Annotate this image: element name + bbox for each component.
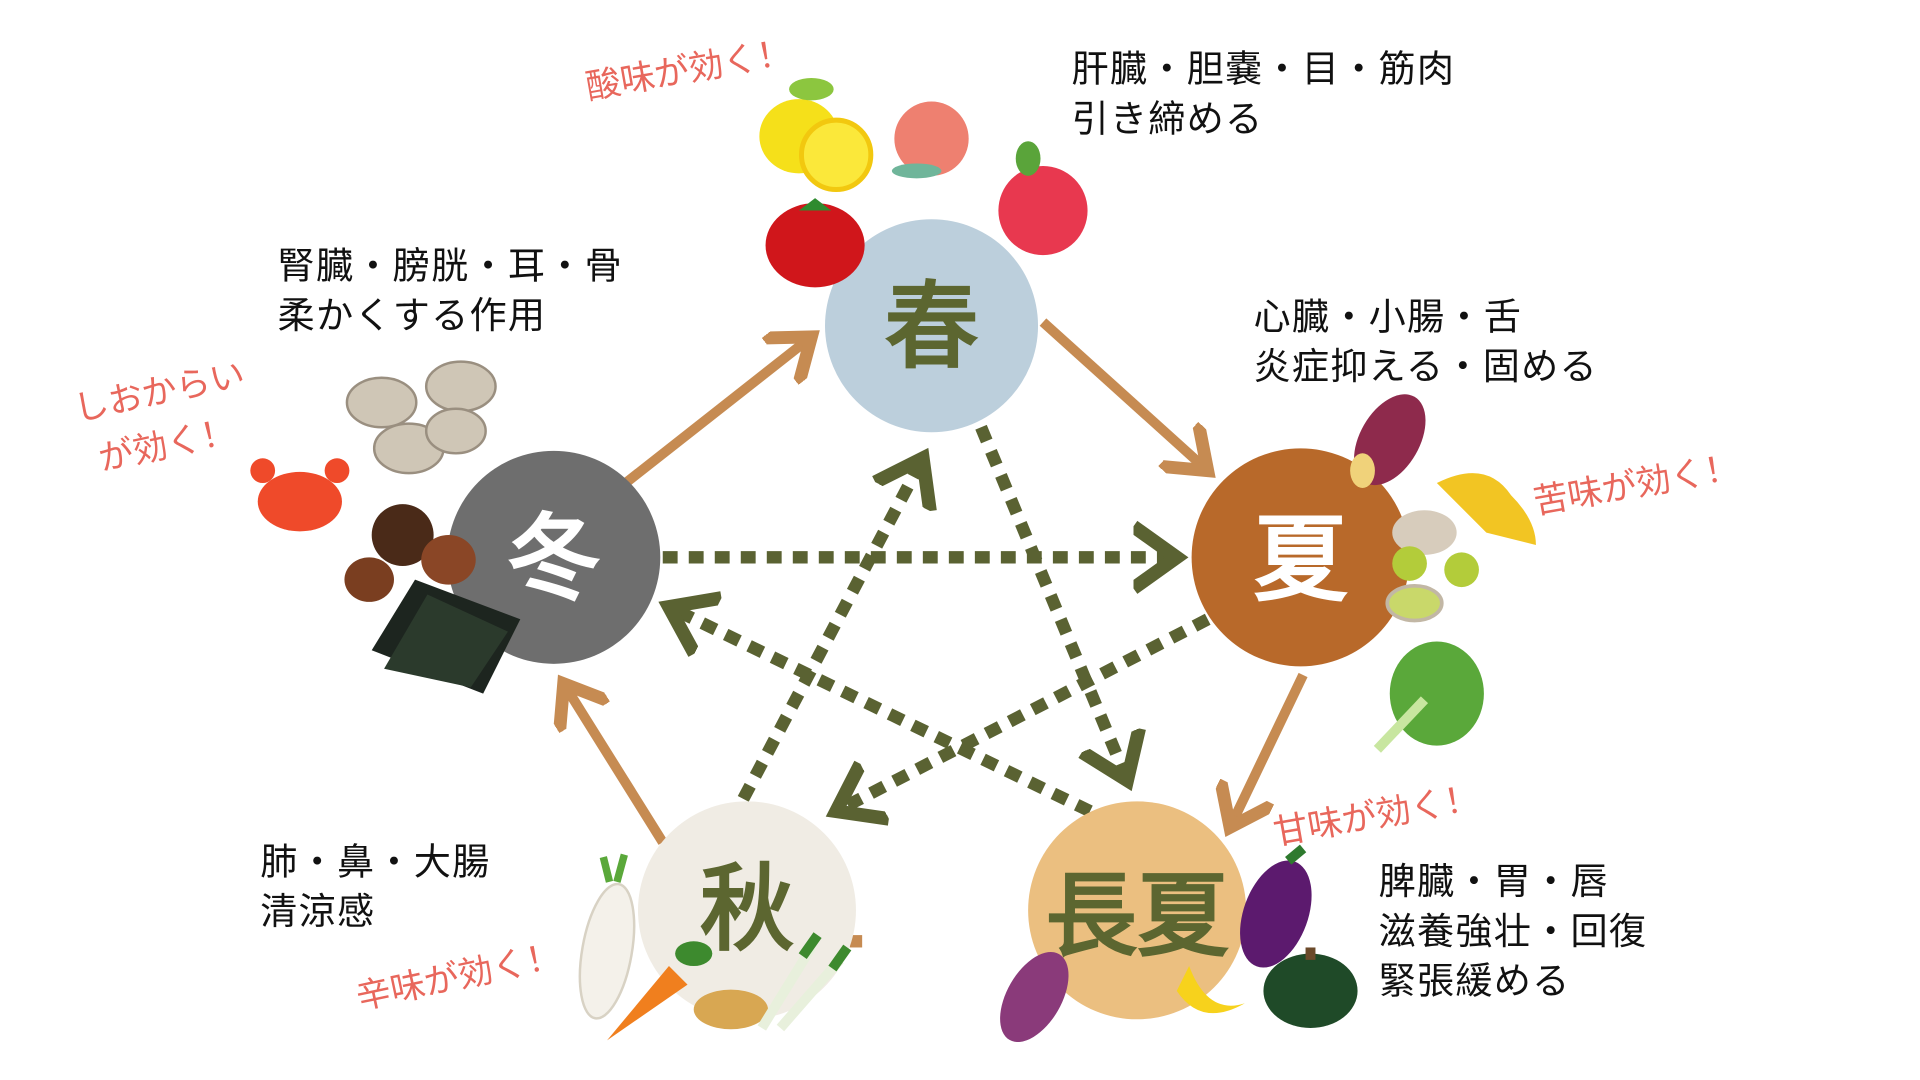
season-spring: 春: [825, 219, 1039, 433]
arrow-spring-to-late-summer: [975, 424, 1127, 780]
crab-icon: [250, 458, 350, 532]
late-summer-taste: 甘味が効く！: [1270, 778, 1482, 854]
arrow-autumn-to-winter: [564, 684, 667, 845]
winter-organs: 腎臓・膀胱・耳・骨: [278, 245, 623, 288]
season-summer: 夏: [1191, 448, 1410, 667]
arrow-autumn-to-spring: [737, 458, 923, 802]
season-label: 春: [884, 272, 978, 382]
autumn-effect: 清涼感: [260, 890, 375, 933]
green-onion-icon: [757, 932, 852, 1032]
season-label: 長夏: [1045, 861, 1229, 969]
arrow-fragment: [849, 935, 863, 948]
spring-effect: 引き締める: [1071, 97, 1263, 140]
summer-organs: 心臓・小腸・舌: [1254, 295, 1523, 338]
late-summer-organs: 脾臓・胃・唇: [1379, 860, 1609, 903]
peach-icon: [891, 101, 969, 179]
summer-taste: 苦味が効く！: [1531, 447, 1743, 523]
autumn-taste: 辛味が効く！: [353, 936, 565, 1018]
lemon-icon: [759, 78, 874, 192]
daikon-icon: [578, 853, 636, 1020]
spring-taste: 酸味が効く！: [583, 32, 795, 108]
apple-icon: [998, 141, 1088, 256]
arrow-late-summer-to-winter: [669, 607, 1093, 817]
arrow-summer-to-late-summer: [1230, 672, 1308, 827]
tomato-icon: [765, 198, 865, 288]
carrot-icon: [607, 941, 713, 1041]
banana-icon: [1176, 966, 1245, 1014]
autumn-organs: 肺・鼻・大腸: [260, 840, 490, 883]
seaweed-icon: [371, 579, 521, 694]
arrow-winter-to-spring: [622, 337, 812, 487]
myoga-icon: [1350, 394, 1426, 488]
season-label: 夏: [1254, 505, 1349, 615]
winter-effect: 柔かくする作用: [278, 294, 547, 337]
spring-organs: 肝臓・胆嚢・目・筋肉: [1071, 48, 1455, 91]
season-winter: 冬: [447, 450, 661, 664]
sweet-potato-icon: [1000, 952, 1069, 1043]
arrow-summer-to-autumn: [836, 613, 1211, 811]
lettuce-icon: [1373, 641, 1484, 753]
pumpkin-icon: [1263, 947, 1358, 1028]
season-label: 秋: [700, 854, 794, 964]
late-summer-effect-2: 緊張緩める: [1379, 959, 1571, 1002]
late-summer-effect: 滋養強壮・回復: [1379, 910, 1648, 953]
ginkgo-icon: [1385, 473, 1536, 623]
summer-effect: 炎症抑える・固める: [1254, 345, 1598, 388]
arrow-spring-to-summer: [1039, 318, 1208, 471]
season-label: 冬: [507, 504, 601, 614]
ginger-icon: [693, 989, 769, 1030]
eggplant-icon: [1240, 844, 1312, 968]
clam-icon: [345, 360, 497, 475]
chestnut-icon: [344, 504, 476, 602]
season-late-summer: 長夏: [1028, 801, 1247, 1020]
